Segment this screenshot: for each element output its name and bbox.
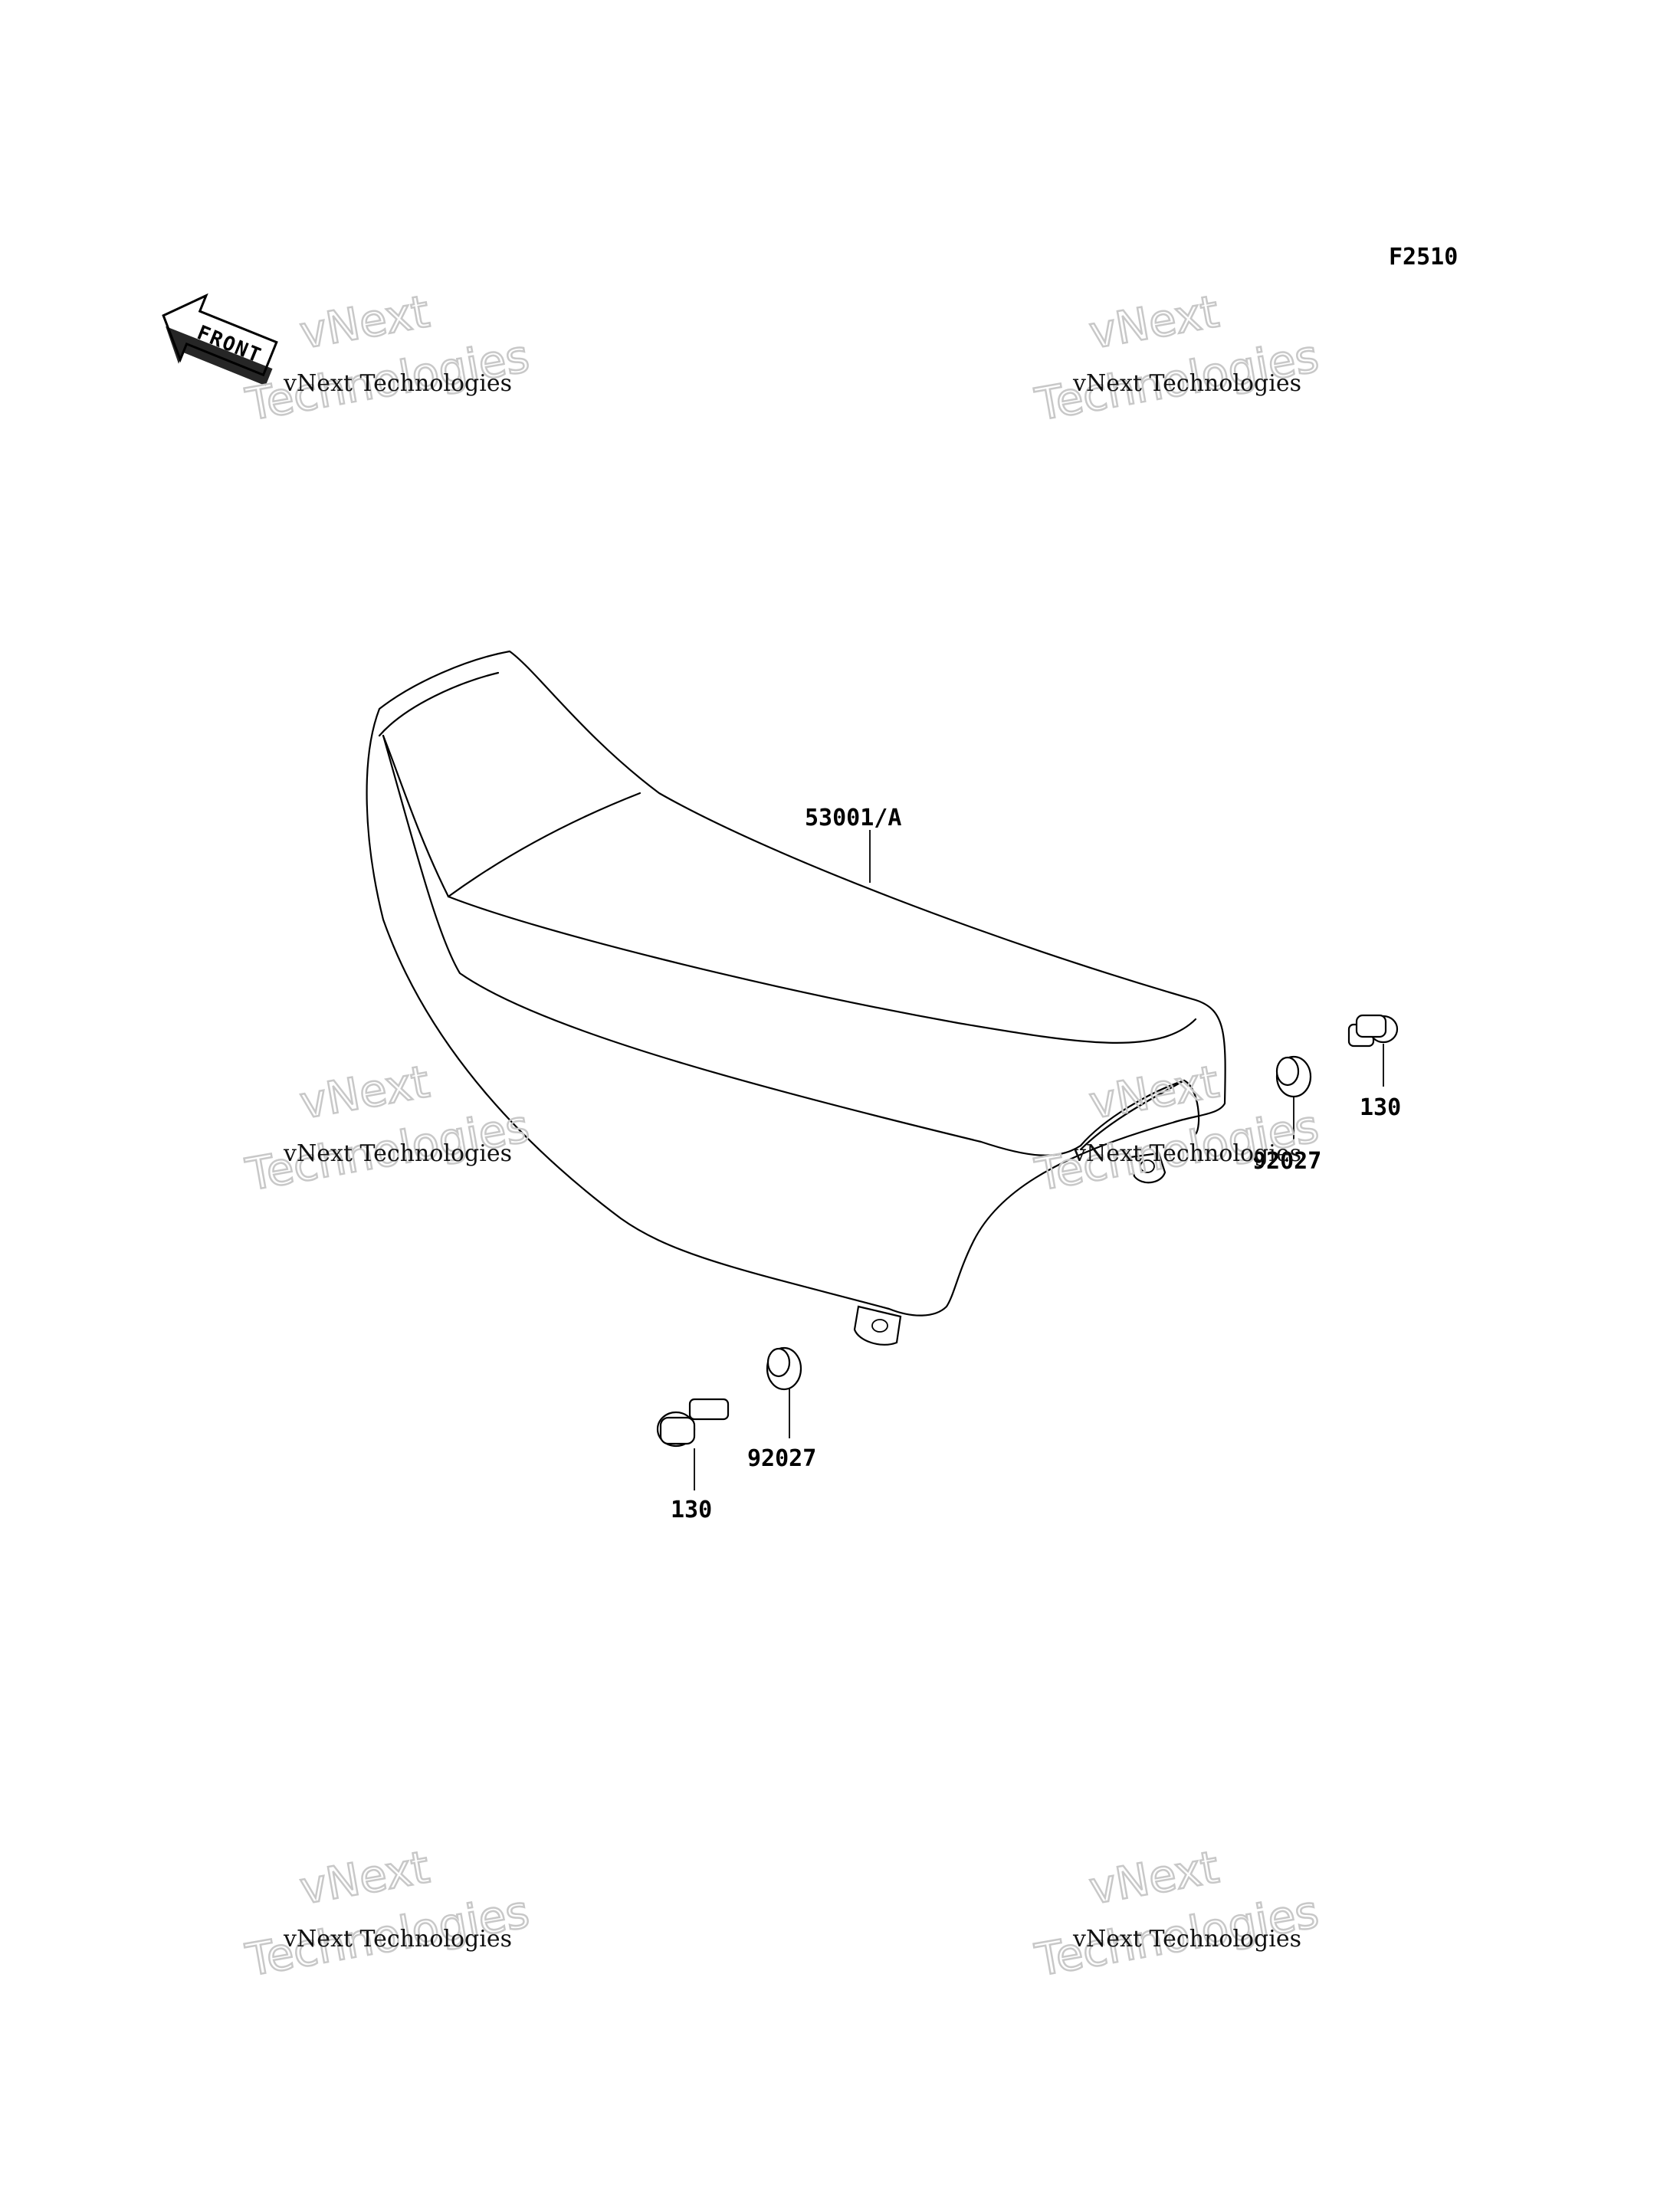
bolt-left-label: 130 [671, 1497, 712, 1523]
svg-text:vNext: vNext [1085, 285, 1222, 359]
svg-text:vNext: vNext [296, 1841, 433, 1914]
svg-text:vNext Technologies: vNext Technologies [283, 370, 512, 397]
svg-text:vNext Technologies: vNext Technologies [1072, 1926, 1301, 1953]
svg-text:vNext Technologies: vNext Technologies [1072, 370, 1301, 397]
collar-left-icon [766, 1346, 802, 1438]
watermark-top-right: vNext Technologies vNext Technologies [1030, 284, 1323, 432]
svg-text:vNext: vNext [296, 1055, 433, 1129]
watermark-mid-left: vNext Technologies vNext Technologies [241, 1054, 533, 1202]
collar-right-icon [1275, 1055, 1312, 1142]
svg-text:vNext Technologies: vNext Technologies [283, 1140, 512, 1167]
bolt-right-icon [1347, 1014, 1399, 1087]
watermark-bottom-left: vNext Technologies vNext Technologies [241, 1840, 533, 1988]
diagram-id: F2510 [1389, 244, 1458, 271]
svg-text:vNext: vNext [1085, 1841, 1222, 1914]
seat-part-label: 53001/A [805, 805, 901, 831]
svg-text:vNext: vNext [1085, 1055, 1222, 1129]
bolt-right-label: 130 [1360, 1094, 1401, 1121]
watermark-bottom-right: vNext Technologies vNext Technologies [1030, 1840, 1323, 1988]
svg-text:vNext Technologies: vNext Technologies [283, 1926, 512, 1953]
collar-left-label: 92027 [747, 1445, 816, 1472]
watermark-top-left: vNext Technologies vNext Technologies [241, 284, 533, 432]
collar-right-label: 92027 [1252, 1148, 1321, 1175]
svg-text:vNext: vNext [296, 285, 433, 359]
bolt-left-icon [656, 1398, 730, 1490]
seat-drawing [366, 650, 1226, 1346]
svg-text:vNext Technologies: vNext Technologies [1072, 1140, 1301, 1167]
